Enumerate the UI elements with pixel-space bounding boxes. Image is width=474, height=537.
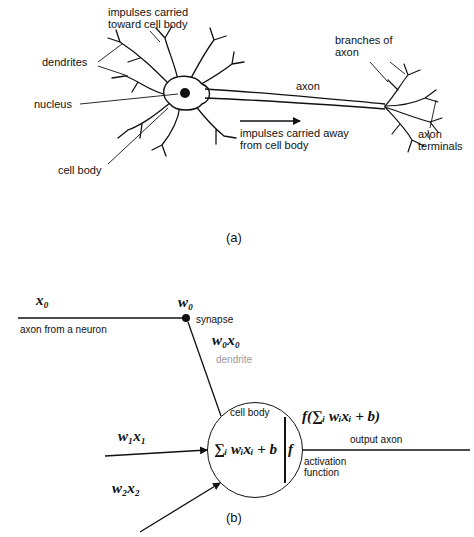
part-label: impulses carried toward cell body	[108, 6, 203, 30]
panel-caption: (a)	[226, 232, 242, 244]
neuron-circle: cell body ∑ᵢ wᵢxᵢ + b f	[207, 402, 303, 498]
part-label: w₂x₂	[112, 480, 140, 496]
output-axon-line	[303, 449, 470, 450]
divider-line	[284, 417, 286, 483]
part-label: synapse	[196, 314, 233, 325]
cell-body-shape	[164, 76, 210, 110]
part-label: w₀x₀	[212, 332, 240, 348]
part-label: output axon	[350, 434, 402, 445]
node-title: cell body	[230, 407, 269, 418]
leader-lines	[80, 31, 436, 164]
part-label: f(∑ᵢ wᵢxᵢ + b)	[302, 408, 380, 424]
part-label: nucleus	[34, 98, 72, 110]
nucleus-dot	[180, 88, 190, 98]
panel-caption: (b)	[226, 512, 242, 524]
axon-shaft	[205, 89, 385, 109]
part-label: dendrites	[42, 56, 87, 68]
synapse-dot	[182, 314, 190, 322]
part-label: branches of axon	[335, 34, 405, 58]
part-label: axon	[296, 80, 320, 92]
part-label: w₀	[178, 294, 193, 310]
impulse-arrow	[240, 120, 300, 121]
part-label: cell body	[58, 164, 101, 176]
part-label: impulses carried away from cell body	[240, 127, 365, 151]
part-label: axon terminals	[418, 128, 470, 152]
part-label: dendrite	[216, 354, 252, 365]
part-label: activation function	[304, 456, 360, 478]
input-line	[105, 450, 207, 456]
part-label: axon from a neuron	[20, 324, 107, 335]
sum-formula: ∑ᵢ wᵢxᵢ + b	[214, 441, 277, 457]
input-axon	[18, 317, 183, 318]
part-label: w₁x₁	[118, 428, 146, 444]
activation-symbol: f	[288, 441, 293, 457]
input-line	[140, 483, 220, 532]
dendrite-tree	[108, 26, 244, 156]
part-label: x₀	[36, 292, 49, 308]
